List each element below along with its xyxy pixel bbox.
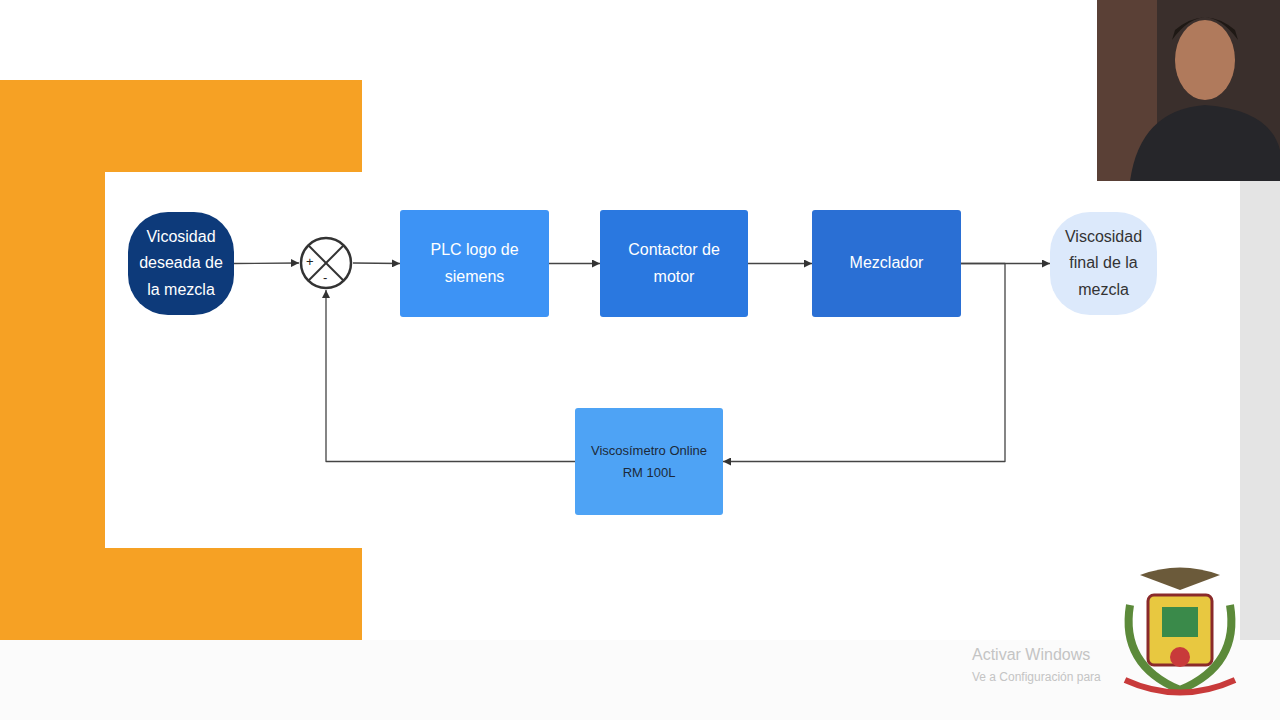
start-terminal: Vicosidad deseada de la mezcla	[128, 212, 234, 315]
process-box: Mezclador	[812, 210, 961, 317]
flow-arrow	[748, 263, 812, 264]
summing-junction: +-	[299, 236, 353, 290]
plus-sign: +	[306, 255, 314, 268]
node-text: Vicosidad deseada de la mezcla	[138, 224, 224, 303]
flow-arrow	[234, 262, 299, 264]
university-crest	[1125, 568, 1235, 693]
flow-arrow	[353, 262, 400, 264]
process-box: Contactor de motor	[600, 210, 748, 317]
watermark-text: Ve a Configuración para	[972, 670, 1101, 684]
bottom-ground	[0, 640, 1280, 720]
node-text: Viscosidad final de la mezcla	[1060, 224, 1147, 303]
process-box: PLC logo de siemens	[400, 210, 549, 317]
node-text: PLC logo de siemens	[410, 237, 539, 290]
flow-arrow	[549, 263, 600, 264]
node-text: Contactor de motor	[610, 237, 738, 290]
end-terminal: Viscosidad final de la mezcla	[1050, 212, 1157, 315]
webcam-image	[1097, 0, 1280, 181]
side-strip	[1240, 180, 1280, 640]
white-panel	[105, 172, 1240, 548]
sensor-box: Viscosímetro Online RM 100L	[575, 408, 723, 515]
minus-sign: -	[323, 271, 327, 284]
node-text: Mezclador	[850, 250, 924, 276]
watermark-text: Activar Windows	[972, 646, 1090, 664]
node-text: Viscosímetro Online RM 100L	[585, 440, 713, 483]
